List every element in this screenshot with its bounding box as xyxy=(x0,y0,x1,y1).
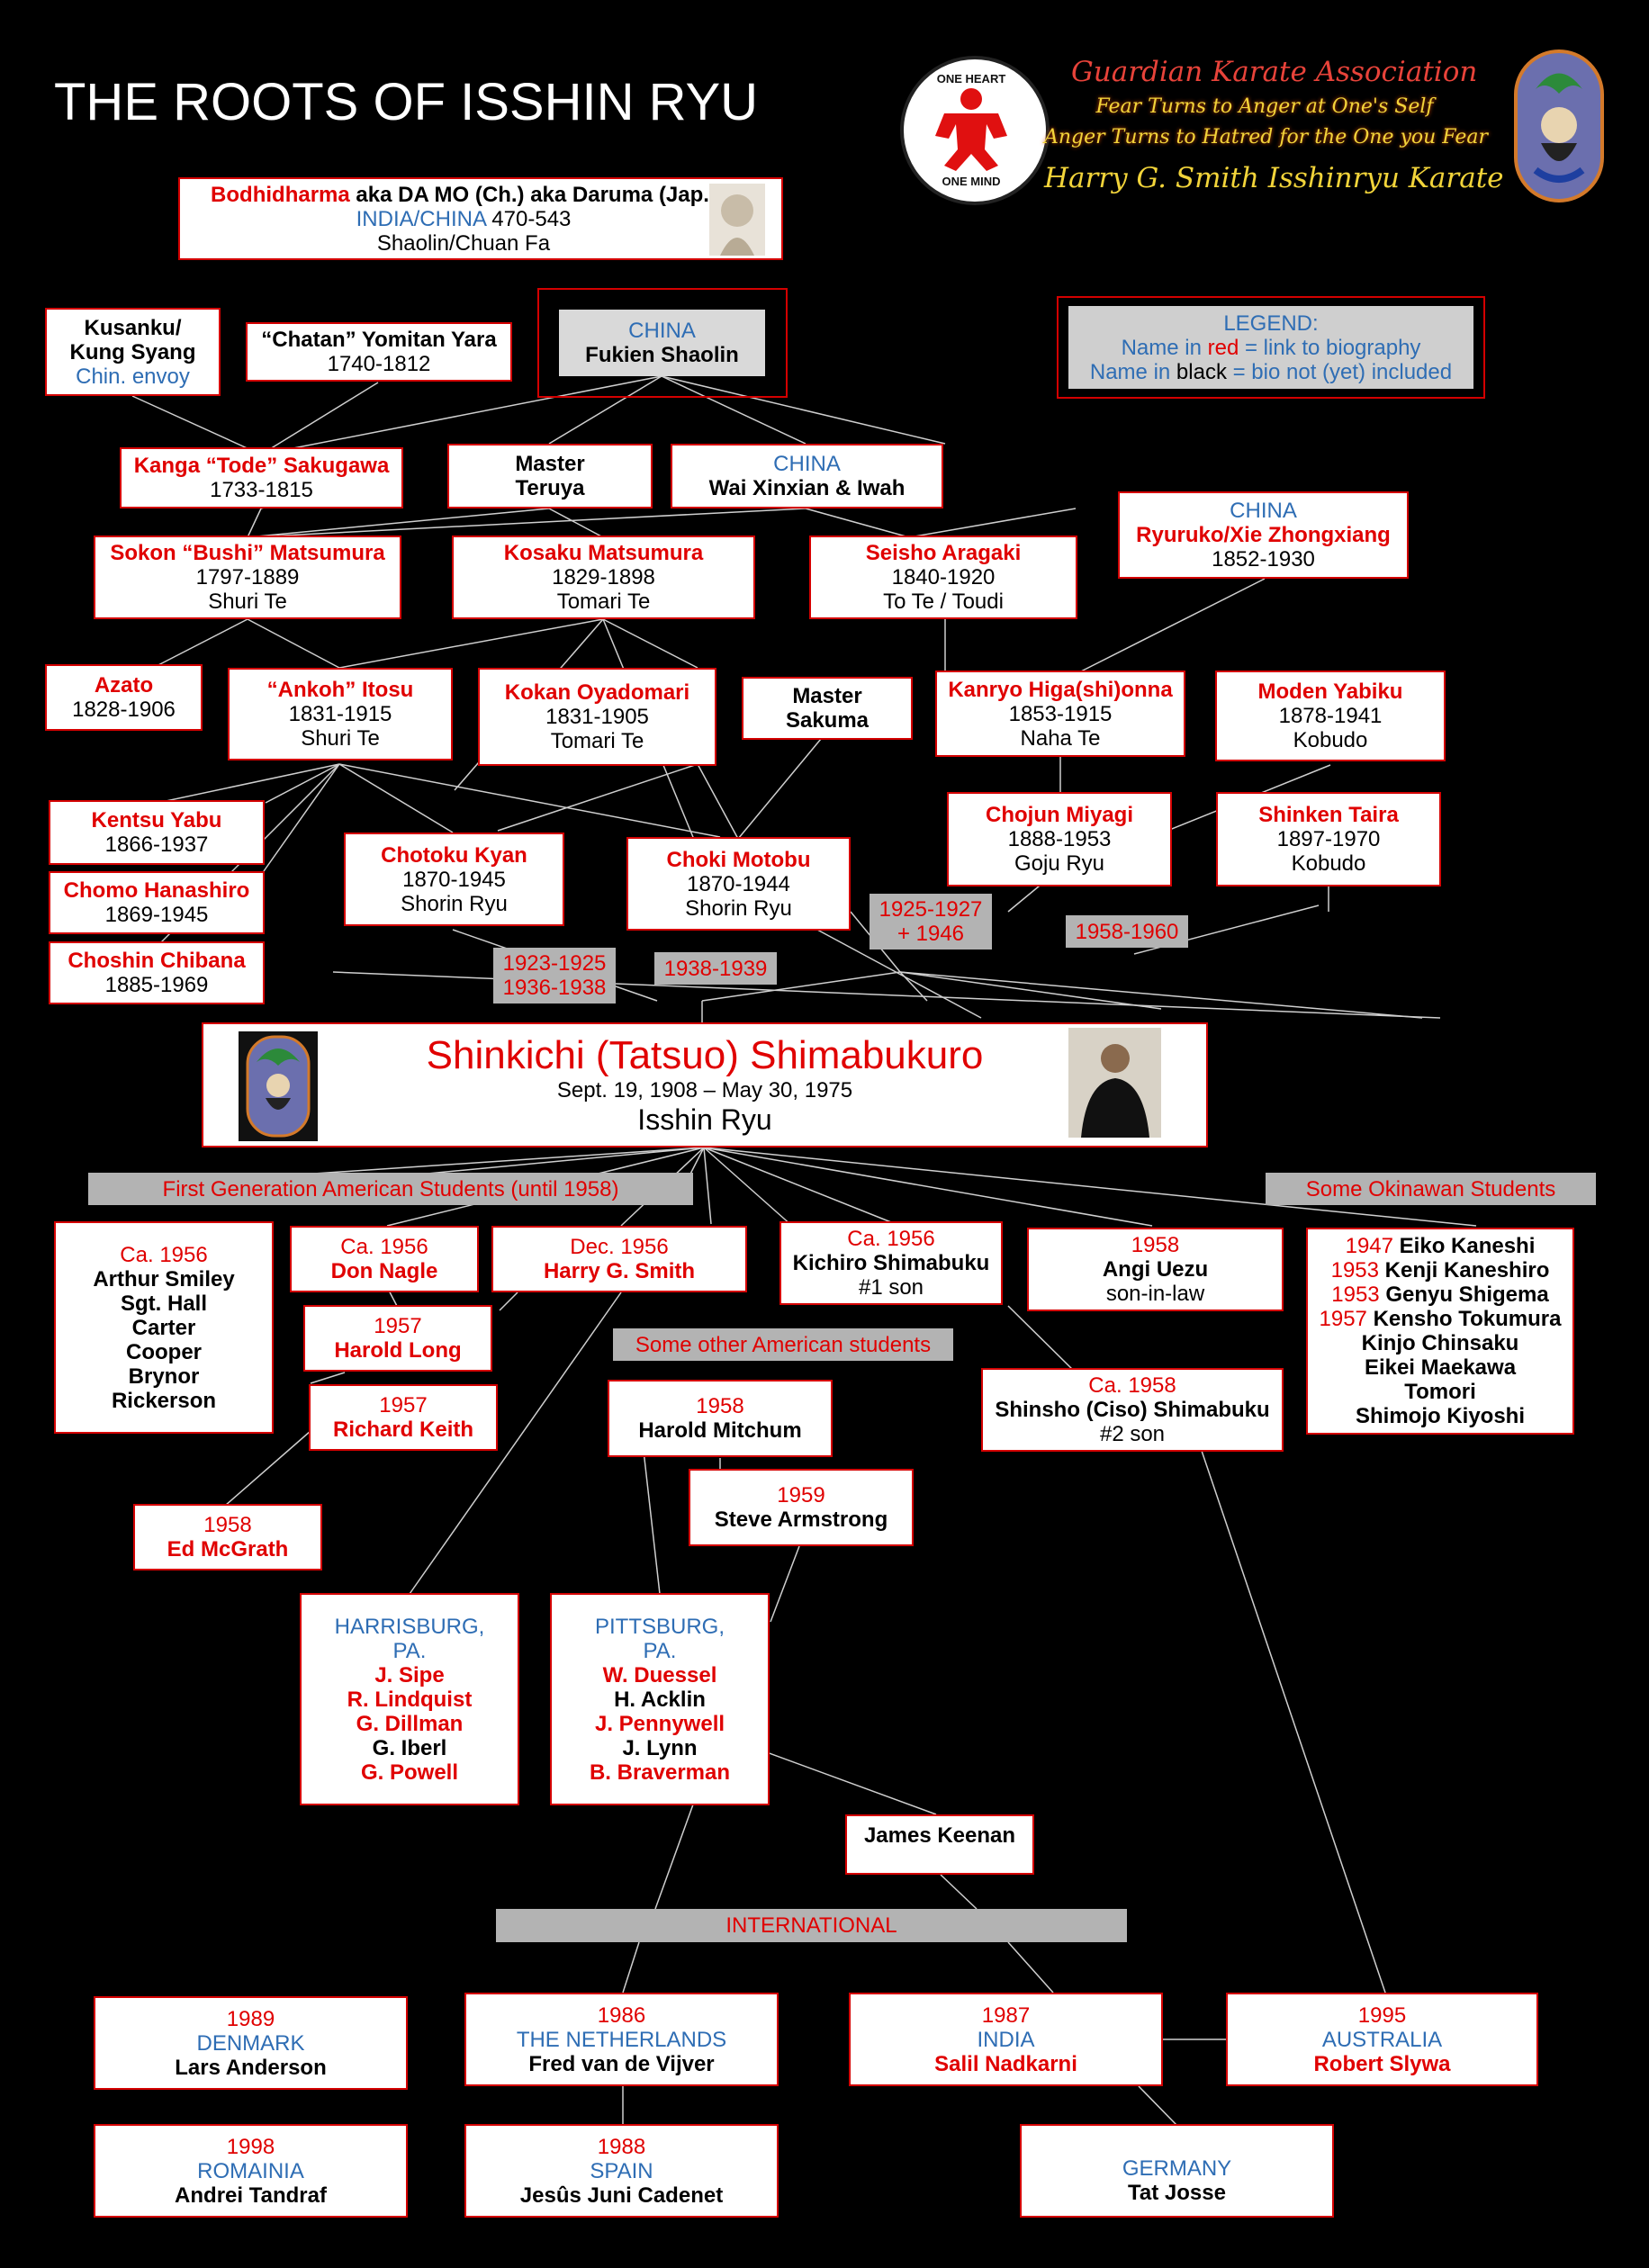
student-name: Sgt. Hall xyxy=(120,1291,207,1316)
motobu-dates: 1938-1939 xyxy=(654,952,777,985)
bodhidharma-portrait xyxy=(709,184,765,256)
motto-2: Anger Turns to Hatred for the One you Fe… xyxy=(1044,126,1489,148)
student-name[interactable]: B. Braverman xyxy=(589,1760,731,1785)
school-name: Harry G. Smith Isshinryu Karate xyxy=(1044,162,1504,194)
student-name: J. Lynn xyxy=(622,1735,698,1760)
legend: LEGEND: Name in red = link to biography … xyxy=(1068,306,1473,389)
isshinryu-patch-icon xyxy=(1514,50,1604,202)
shimabukuro-photo xyxy=(1068,1028,1161,1138)
bodhidharma-box[interactable]: Bodhidharma aka DA MO (Ch.) aka Daruma (… xyxy=(178,177,783,260)
logo-top-text: ONE HEART xyxy=(937,72,1006,86)
okinawan-student: Tomori xyxy=(1404,1380,1476,1404)
org-name: Guardian Karate Association xyxy=(1071,56,1478,88)
okinawan-student: Kinjo Chinsaku xyxy=(1361,1331,1519,1355)
okinawan-header: Some Okinawan Students xyxy=(1266,1173,1596,1205)
isshinryu-patch-icon xyxy=(239,1031,318,1141)
student-name: G. Iberl xyxy=(372,1735,447,1760)
okinawan-student: 1957 Kensho Tokumura xyxy=(1319,1307,1562,1331)
other-american-header: Some other American students xyxy=(613,1328,953,1361)
student-name: Carter xyxy=(131,1315,196,1340)
okinawan-student: Shimojo Kiyoshi xyxy=(1355,1404,1525,1428)
student-name[interactable]: R. Lindquist xyxy=(347,1687,473,1712)
okinawan-student: 1947 Eiko Kaneshi xyxy=(1345,1234,1536,1258)
motto-1: Fear Turns to Anger at One's Self xyxy=(1095,95,1434,118)
first-gen-header: First Generation American Students (unti… xyxy=(88,1173,693,1205)
student-name[interactable]: G. Dillman xyxy=(356,1711,464,1736)
legend-title: LEGEND: xyxy=(1223,310,1319,336)
karate-figure-icon: ONE HEART ONE MIND xyxy=(908,64,1034,190)
student-name[interactable]: J. Pennywell xyxy=(594,1711,725,1736)
student-name: Cooper xyxy=(126,1339,202,1364)
logo-bottom-text: ONE MIND xyxy=(942,175,1001,188)
student-name[interactable]: J. Sipe xyxy=(374,1662,445,1688)
keenan-box: James Keenan xyxy=(845,1814,1034,1875)
bodhidharma-name[interactable]: Bodhidharma xyxy=(211,182,350,207)
student-name: Brynor xyxy=(128,1364,200,1389)
page-title: THE ROOTS OF ISSHIN RYU xyxy=(54,73,759,131)
okinawan-student: 1953 Genyu Shigema xyxy=(1331,1282,1549,1307)
taira-dates: 1958-1960 xyxy=(1066,915,1188,948)
student-name: H. Acklin xyxy=(614,1687,706,1712)
student-name[interactable]: W. Duessel xyxy=(602,1662,717,1688)
okinawan-student: 1953 Kenji Kaneshiro xyxy=(1330,1258,1550,1282)
student-name[interactable]: G. Powell xyxy=(360,1760,459,1785)
miyagi-dates: 1925-1927+ 1946 xyxy=(870,894,992,950)
student-name: Arthur Smiley xyxy=(93,1266,235,1292)
fukien-frame xyxy=(537,288,788,398)
one-heart-logo: ONE HEART ONE MIND xyxy=(900,56,1050,205)
legend-line-1: Name in red = link to biography xyxy=(1121,335,1421,360)
okinawan-student: Eikei Maekawa xyxy=(1364,1355,1517,1380)
international-header: INTERNATIONAL xyxy=(496,1909,1127,1942)
shimabukuro-box[interactable]: Shinkichi (Tatsuo) Shimabukuro Sept. 19,… xyxy=(202,1022,1208,1148)
student-name: Rickerson xyxy=(111,1388,217,1413)
legend-line-2: Name in black = bio not (yet) included xyxy=(1089,359,1453,384)
legend-frame xyxy=(1057,296,1485,399)
